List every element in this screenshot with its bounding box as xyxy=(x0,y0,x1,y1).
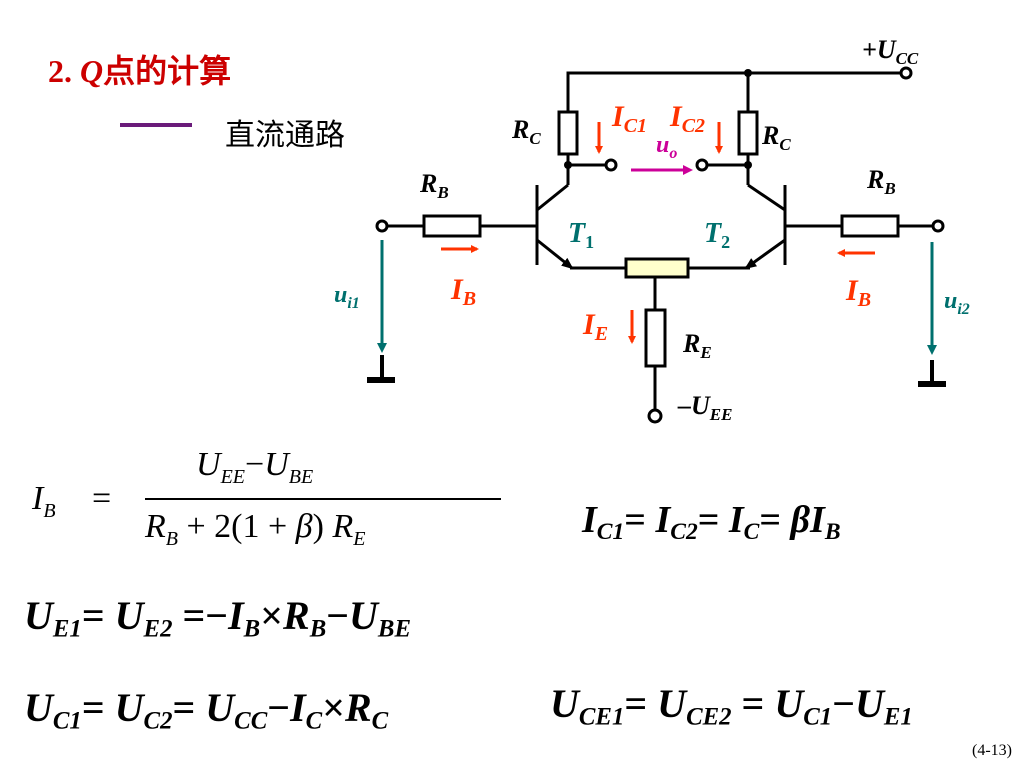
formula-ib-lhs: IB xyxy=(32,480,56,523)
circuit-diagram: +UCC RC RC IC1 IC2 uo RB RB T1 T2 IB IB … xyxy=(334,35,970,424)
t2-collector-lead xyxy=(747,183,786,212)
vcc-junction-dot xyxy=(744,69,752,77)
emitter-balance-resistor xyxy=(624,257,690,279)
slide-title: 2. Q点的计算 xyxy=(48,46,231,92)
title-text: 点的计算 xyxy=(103,53,232,89)
formula-ib-denominator: RB + 2(1 + β) RE xyxy=(145,508,366,550)
formula-ib-lhs-symbol: I xyxy=(32,480,44,517)
ui1-label: ui1 xyxy=(334,282,360,312)
page-number: (4-13) xyxy=(972,742,1012,759)
formula-ib-fraction-bar xyxy=(145,498,501,500)
equation-uce: UCE1= UCE2 = UC1−UE1 xyxy=(550,681,913,731)
t1-emitter-lead xyxy=(536,238,574,270)
current-arrows xyxy=(441,122,875,344)
voltage-arrows xyxy=(377,165,937,355)
ic1-label: IC1 xyxy=(611,100,647,137)
t2-emitter-lead xyxy=(744,238,786,270)
title-number: 2. xyxy=(48,53,80,89)
uo-right-terminal xyxy=(695,158,709,172)
vcc-label: +UCC xyxy=(862,35,919,68)
equation-ic: IC1= IC2= IC= βIB xyxy=(582,499,841,546)
rc2-resistor xyxy=(737,110,759,156)
rb2-resistor xyxy=(840,214,900,238)
ic2-label: IC2 xyxy=(669,100,705,137)
formula-ib-lhs-sub: B xyxy=(43,499,56,522)
equation-uc: UC1= UC2= UCC−IC×RC xyxy=(24,685,389,735)
vee-label: –UEE xyxy=(677,391,732,424)
c1-junction-dot xyxy=(564,161,572,169)
equation-ue: UE1= UE2 =−IB×RB−UBE xyxy=(24,593,412,643)
ie-label: IE xyxy=(582,308,608,345)
ui1-terminal xyxy=(375,219,389,233)
uo-label: uo xyxy=(656,132,677,162)
uo-left-terminal xyxy=(604,158,618,172)
legend-text: 直流通路 xyxy=(225,118,345,153)
ground-symbols xyxy=(367,355,946,387)
re-label: RE xyxy=(682,329,712,362)
formula-ib-numerator: UEE−UBE xyxy=(196,446,314,488)
t1-label: T1 xyxy=(568,218,594,252)
t2-label: T2 xyxy=(704,218,730,252)
rb2-label: RB xyxy=(866,165,896,198)
ib2-label: IB xyxy=(845,274,871,311)
ui2-terminal xyxy=(931,219,945,233)
ui2-label: ui2 xyxy=(944,288,970,318)
formula-ib-equals: = xyxy=(92,480,112,517)
rb1-label: RB xyxy=(419,169,449,202)
title-variable: Q xyxy=(80,53,104,89)
rc1-label: RC xyxy=(511,115,541,148)
ib1-label: IB xyxy=(450,273,476,310)
vcc-terminal xyxy=(899,66,913,80)
legend-line xyxy=(120,123,192,127)
junction-dots xyxy=(564,69,752,169)
rc1-resistor xyxy=(557,110,579,156)
resistors xyxy=(422,110,900,368)
rc2-label: RC xyxy=(761,121,791,154)
t1-collector-lead xyxy=(536,183,569,212)
re-resistor xyxy=(644,308,667,368)
c2-junction-dot xyxy=(744,161,752,169)
terminals xyxy=(375,66,945,424)
rb1-resistor xyxy=(422,214,482,238)
vee-terminal xyxy=(647,408,663,424)
